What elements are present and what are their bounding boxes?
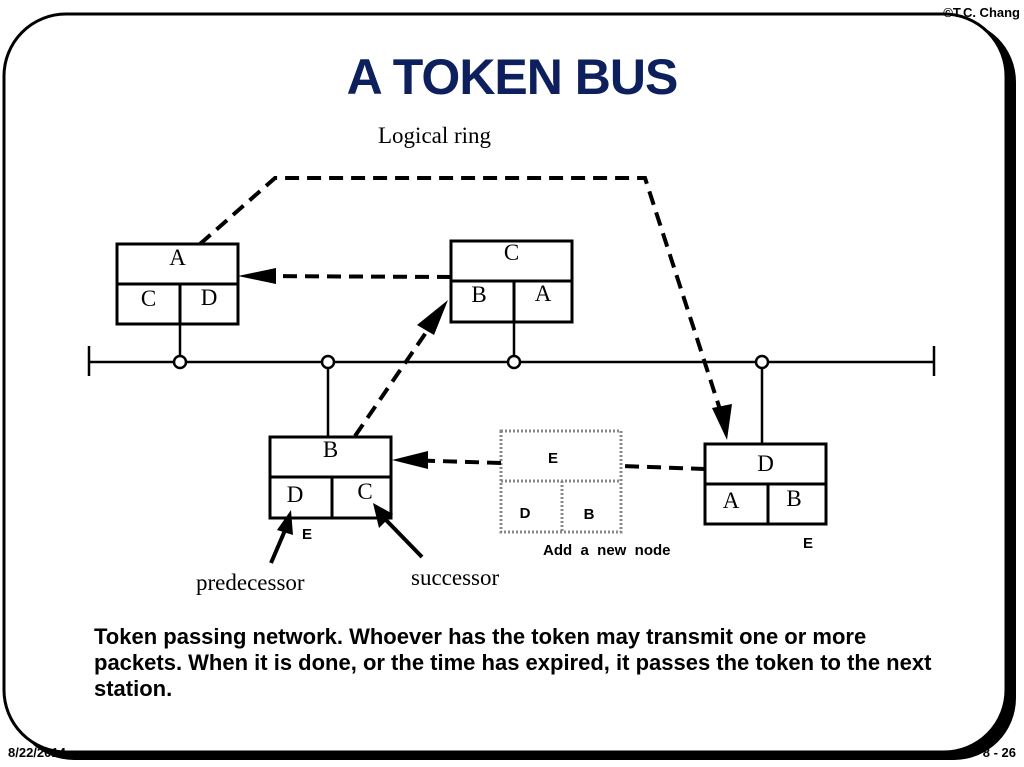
- node-e-succ: B: [583, 506, 595, 523]
- node-e-name: E: [547, 450, 558, 467]
- tap-b: [320, 354, 336, 370]
- node-c-name: C: [503, 240, 520, 265]
- node-b-extra: E: [302, 526, 313, 543]
- arrowhead-to-c: [417, 300, 448, 335]
- arrowhead-to-a: [238, 268, 276, 284]
- slide-date: 8/22/2014: [8, 745, 66, 760]
- arrowhead-to-b: [392, 451, 428, 469]
- node-c-pred: B: [471, 282, 487, 307]
- node-d-pred: A: [722, 488, 740, 513]
- add-node-label: Add a new node: [543, 542, 671, 559]
- node-a-name: A: [169, 245, 186, 270]
- node-b-pred: D: [286, 482, 304, 507]
- node-d-name: D: [757, 451, 774, 476]
- successor-pointer: [384, 518, 424, 559]
- copyright: ©T.C. Chang: [943, 5, 1020, 20]
- page-number: 8 - 26: [982, 745, 1016, 760]
- node-b-succ: C: [357, 479, 373, 504]
- arrowhead-to-d: [712, 404, 732, 440]
- tap-c: [506, 354, 522, 370]
- successor-label: successor: [411, 565, 500, 590]
- logical-ring-path: [198, 176, 728, 471]
- tap-a: [172, 354, 188, 370]
- description-text: Token passing network. Whoever has the t…: [94, 624, 932, 701]
- successor-arrowhead: [373, 503, 393, 528]
- node-c-succ: A: [534, 281, 552, 306]
- node-e-pred: D: [519, 505, 531, 522]
- node-d-extra: E: [803, 535, 814, 552]
- predecessor-pointer: [269, 527, 288, 564]
- node-a-box: [115, 242, 240, 326]
- tap-d: [754, 354, 770, 370]
- node-b-box: [268, 435, 393, 520]
- node-e-box: [499, 429, 623, 534]
- node-d-succ: B: [786, 486, 802, 511]
- logical-ring-label: Logical ring: [378, 123, 492, 148]
- predecessor-label: predecessor: [196, 570, 305, 595]
- node-d-box: [703, 442, 828, 526]
- predecessor-arrowhead: [277, 510, 293, 535]
- page-title: A TOKEN BUS: [346, 49, 679, 105]
- node-a-succ: D: [200, 285, 218, 310]
- node-b-name: B: [322, 437, 339, 462]
- node-c-box: [449, 239, 574, 324]
- node-a-pred: C: [140, 286, 157, 311]
